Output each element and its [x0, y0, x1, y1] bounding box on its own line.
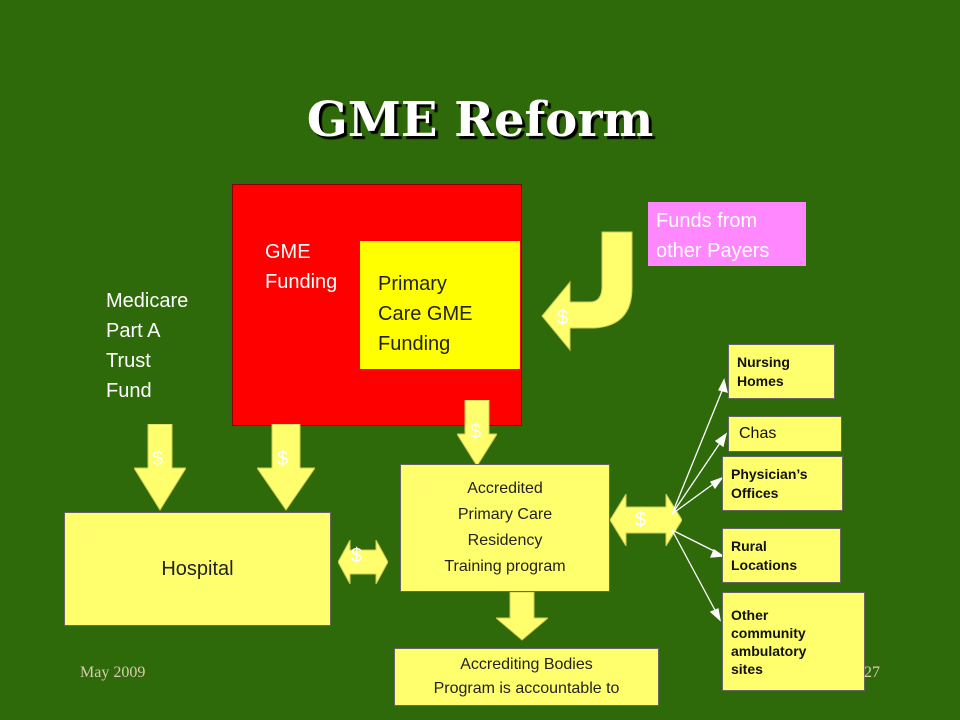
medicare-line4: Fund	[106, 380, 152, 402]
hospital-label: Hospital	[161, 557, 234, 580]
arrow-medicare-hospital	[134, 424, 186, 511]
medicare-label: Medicare Part A Trust Fund	[106, 286, 188, 406]
funds-line2: other Payers	[656, 240, 770, 262]
other-line1: Other	[731, 606, 769, 623]
arrow-gme-hospital	[257, 424, 315, 511]
accrediting-line2: Program is accountable to	[433, 680, 620, 697]
dollar-hospital-residency: $	[351, 545, 363, 567]
dollar-medicare-arrow: $	[152, 448, 164, 470]
chas-label: Chas	[739, 425, 777, 442]
accrediting-bodies-box: Accrediting Bodies Program is accountabl…	[394, 648, 659, 706]
residency-line4: Training program	[444, 558, 566, 575]
physicians-line2: Offices	[731, 484, 779, 501]
rural-line2: Locations	[731, 556, 798, 573]
medicare-line1: Medicare	[106, 290, 189, 312]
dollar-primary-arrow: $	[470, 421, 482, 443]
residency-line2: Primary Care	[457, 506, 553, 523]
site-chas: Chas	[728, 416, 842, 452]
rural-line1: Rural	[731, 537, 767, 554]
funds-other-payers-box: Funds from other Payers	[648, 202, 806, 266]
other-line3: ambulatory	[731, 642, 807, 659]
dollar-curved-arrow: $	[557, 307, 569, 329]
primary-care-line2: Care GME	[378, 303, 473, 325]
residency-box: Accredited Primary Care Residency Traini…	[400, 464, 610, 592]
accrediting-line1: Accrediting Bodies	[460, 656, 593, 673]
primary-care-line1: Primary	[378, 273, 447, 295]
dollar-residency-sites: $	[635, 509, 647, 531]
other-line2: community	[731, 624, 806, 641]
site-rural-locations: Rural Locations	[722, 528, 841, 583]
residency-line1: Accredited	[467, 480, 543, 497]
nursing-line1: Nursing	[737, 353, 790, 370]
page-title: GME Reform	[306, 92, 654, 148]
arrow-residency-accrediting	[496, 592, 548, 641]
medicare-line3: Trust	[106, 350, 151, 372]
curved-arrow-funds	[541, 231, 633, 352]
other-line4: sites	[731, 660, 763, 677]
arrow-primary-residency	[457, 400, 497, 466]
gme-funding-line1: GME	[265, 241, 311, 263]
nursing-line2: Homes	[737, 372, 784, 389]
footer-page-number: 27	[864, 664, 880, 681]
double-arrow-residency-sites	[610, 494, 682, 546]
hospital-box: Hospital	[64, 512, 331, 626]
gme-funding-line2: Funding	[265, 271, 338, 293]
physicians-line1: Physician’s	[731, 465, 808, 482]
site-other-community: Other community ambulatory sites	[722, 592, 865, 691]
residency-line3: Residency	[467, 532, 543, 549]
site-physicians-offices: Physician’s Offices	[722, 456, 843, 511]
primary-care-line3: Funding	[378, 333, 451, 355]
dollar-gme-arrow: $	[277, 448, 289, 470]
gme-funding-label: GME Funding	[265, 237, 337, 297]
medicare-line2: Part A	[106, 320, 161, 342]
site-nursing-homes: Nursing Homes	[728, 344, 835, 399]
double-arrow-hospital-residency	[338, 540, 388, 584]
footer-date: May 2009	[80, 664, 146, 681]
funds-line1: Funds from	[656, 210, 758, 232]
primary-care-gme-box: Primary Care GME Funding	[360, 241, 520, 369]
